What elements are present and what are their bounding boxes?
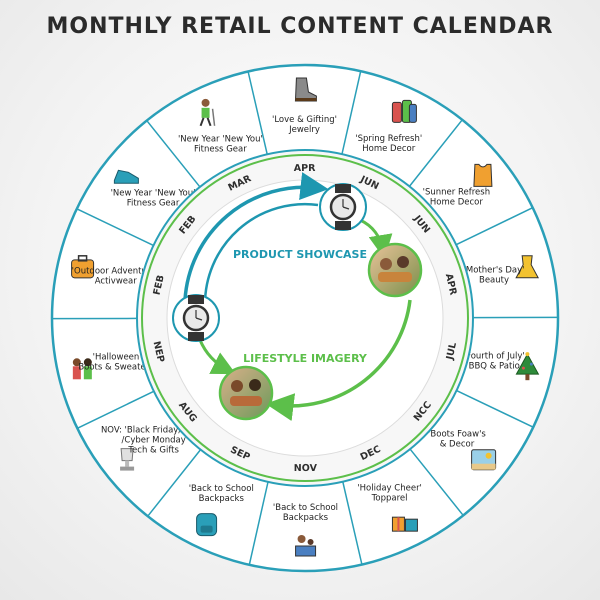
segment-label: 'Halloween <box>93 353 140 363</box>
segment-divider <box>341 71 362 155</box>
sneaker-icon <box>113 169 139 184</box>
segment-label: 'Fourth of July' <box>464 352 525 362</box>
segment-label: 'Boots Foaw's <box>428 430 486 440</box>
gift-boxes-icon <box>391 516 418 532</box>
segment-divider <box>147 449 202 517</box>
segment-label: 'Back to School <box>273 503 338 513</box>
segment-label: NOV: 'Black Friday/Cyber <box>101 425 207 435</box>
segment-divider <box>247 71 268 155</box>
family-icon <box>72 358 92 380</box>
segment-divider <box>455 206 533 246</box>
lifestyle-photo <box>367 242 423 298</box>
arrow-blue-inner <box>203 202 319 306</box>
month-label: FEB <box>152 274 167 296</box>
segment-label: 'Outdoor Adventures <box>72 266 161 276</box>
segment-label: Backpacks <box>283 513 329 523</box>
segment-label: Home Decor <box>362 144 415 154</box>
tank-top-icon <box>473 163 493 187</box>
calendar-segment: 'Mother's Day'Beauty <box>464 255 539 285</box>
calendar-segment: 'Spring Refresh'Home Decor <box>355 99 422 154</box>
hiker-icon <box>199 98 216 127</box>
month-label: NEP <box>151 340 167 363</box>
segment-label: /Cyber Monday <box>122 435 186 445</box>
segment-label: Jewelry <box>288 125 320 135</box>
segment-label: Backpacks <box>199 494 245 504</box>
segment-label: Boots & Sweaters <box>78 363 154 373</box>
product-showcase-label: PRODUCT SHOWCASE <box>233 248 367 261</box>
segment-label: Fitness Gear <box>127 198 180 208</box>
jars-icon <box>391 99 417 123</box>
segment-divider <box>76 208 154 247</box>
segment-label: 'Mother's Day' <box>464 265 525 275</box>
calendar-segment: NOV: 'Black Friday/Cyber/Cyber MondayTec… <box>101 425 207 471</box>
calendar-segment: 'Fourth of July'BBQ & Patio <box>464 352 540 381</box>
month-ring-inner-line <box>141 154 469 482</box>
segment-divider <box>77 390 155 430</box>
segment-divider <box>146 120 201 188</box>
hiking-boot-icon <box>294 77 317 102</box>
segment-label: BBQ & Patio <box>469 362 520 372</box>
segment-label: Tech & Gifts <box>127 445 179 455</box>
calendar-segment: 'New Year 'New You'Fitness Gear <box>178 98 263 154</box>
family-reading-icon <box>295 534 317 557</box>
segment-label: Home Decor <box>430 198 483 208</box>
segment-label: & Decor <box>440 440 475 450</box>
month-label: JUL <box>444 341 459 361</box>
segment-label: 'Love & Gifting' <box>272 115 337 125</box>
lifestyle-photo <box>218 365 274 421</box>
calendar-segment: 'New Year 'New You'Fitness Gear <box>111 169 196 208</box>
segment-divider <box>409 448 464 516</box>
segment-label: 'Holiday Cheer' <box>357 484 422 494</box>
month-label: APR <box>443 273 459 297</box>
segment-divider <box>248 481 269 565</box>
segment-label: Fitness Gear <box>194 144 247 154</box>
calendar-segment: 'Holiday Cheer'Topparel <box>357 484 422 532</box>
segment-label: Topparel <box>371 494 408 504</box>
watch-icon <box>172 294 220 342</box>
calendar-segment: 'Love & Gifting'Jewelry <box>272 77 337 135</box>
segment-label: 'New Year 'New You' <box>178 134 263 144</box>
calendar-segment: 'Boots Foaw's& Decor <box>428 430 497 471</box>
arrow-green-left <box>198 339 237 375</box>
christmas-tree-icon <box>515 352 540 381</box>
trophy-icon <box>120 448 135 471</box>
watch-icon <box>319 183 367 231</box>
beach-scene-icon <box>471 449 497 471</box>
segment-divider <box>342 481 363 565</box>
lifestyle-imagery-label: LIFESTYLE IMAGERY <box>243 352 368 365</box>
arrow-green-outer <box>265 299 412 422</box>
month-label: NOV <box>294 463 318 474</box>
dress-icon <box>515 255 539 279</box>
segment-label: 'Spring Refresh' <box>355 134 422 144</box>
segment-divider <box>408 119 463 187</box>
segment-divider <box>456 389 534 428</box>
month-label: APR <box>294 163 316 174</box>
arrow-blue-outer <box>183 172 329 301</box>
segment-label: 'Back to School <box>189 484 254 494</box>
suitcase-icon <box>71 255 95 279</box>
segment-label: Beauty <box>479 275 509 285</box>
segment-label: 'Sunner Refresh <box>423 188 490 198</box>
backpack-icon <box>196 513 218 537</box>
page-title: MONTHLY RETAIL CONTENT CALENDAR <box>46 14 554 39</box>
segment-label: Activwear <box>95 276 137 286</box>
segment-label: 'New Year 'New You' <box>111 188 196 198</box>
